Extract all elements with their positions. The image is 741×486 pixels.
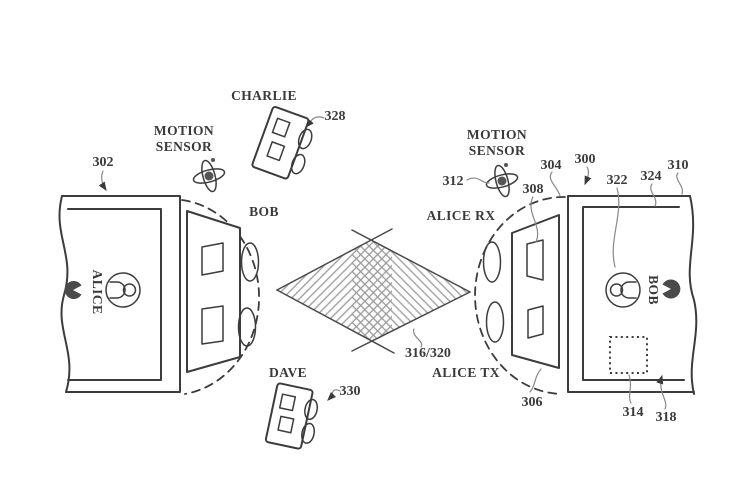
ref-306-label: 306 xyxy=(522,395,543,410)
left-emitter-rect-bottom xyxy=(201,305,224,345)
alice-rx-label: ALICE RX xyxy=(427,208,496,223)
left-device-outline xyxy=(61,195,181,393)
left-optical-panel xyxy=(181,199,260,395)
ref-324-label: 324 xyxy=(641,169,662,184)
leader-312 xyxy=(466,177,490,184)
right-device-outline xyxy=(567,195,695,393)
motion-sensor-icon-right xyxy=(485,163,519,198)
optical-beam xyxy=(276,228,471,354)
right-device-bezel xyxy=(582,206,685,381)
right-device-torn-edge xyxy=(688,195,698,395)
right-device: BOB xyxy=(567,195,698,395)
leader-304 xyxy=(549,171,561,197)
ref-318-label: 318 xyxy=(656,410,677,425)
leader-306 xyxy=(529,368,542,393)
wedge-marker-left xyxy=(64,280,82,299)
touch-target-square xyxy=(609,336,648,374)
motion-sensor-right-label-line2: SENSOR xyxy=(469,143,525,158)
left-coverage-arc xyxy=(181,199,260,395)
motion-sensor-left-label-line2: SENSOR xyxy=(156,139,212,154)
alice-label: ALICE xyxy=(90,270,105,315)
right-tx-rect-bottom xyxy=(527,305,544,339)
left-detector-oval-top xyxy=(240,242,260,282)
leader-328 xyxy=(305,116,325,128)
left-panel-body xyxy=(186,210,241,373)
bob-facing-label: BOB xyxy=(249,204,279,219)
motion-sensor-icon-left xyxy=(192,158,226,193)
leader-300 xyxy=(584,166,592,186)
leader-330 xyxy=(327,389,341,401)
dave-device xyxy=(264,382,319,450)
charlie-device xyxy=(251,105,313,180)
left-device-bezel xyxy=(67,208,162,381)
beam-hatch-right xyxy=(352,240,470,341)
right-detector-oval-top xyxy=(482,241,502,283)
left-device-torn-edge xyxy=(58,195,71,393)
right-coverage-arc xyxy=(474,196,566,395)
ref-300-label: 300 xyxy=(575,152,596,167)
right-detector-oval-bottom xyxy=(485,301,505,343)
leader-308 xyxy=(530,196,539,243)
ref-316-320-label: 316/320 xyxy=(405,346,451,361)
motion-sensor-right-label-line1: MOTION xyxy=(467,127,527,142)
ref-308-label: 308 xyxy=(523,182,544,197)
dave-label: DAVE xyxy=(269,365,307,380)
left-emitter-rect-top xyxy=(201,242,224,276)
leader-324 xyxy=(650,183,657,207)
right-rx-rect-top xyxy=(526,239,544,281)
bob-user-icon xyxy=(605,272,641,308)
ref-322-label: 322 xyxy=(607,173,628,188)
ref-302-label: 302 xyxy=(93,155,114,170)
ref-328-label: 328 xyxy=(325,109,346,124)
alice-user-icon xyxy=(105,272,141,308)
leader-318 xyxy=(656,374,667,410)
leader-310 xyxy=(676,172,684,195)
left-detector-oval-bottom xyxy=(237,307,257,347)
left-device: ALICE xyxy=(58,195,181,393)
right-optical-panel xyxy=(474,196,566,395)
alice-tx-label: ALICE TX xyxy=(432,365,500,380)
ref-304-label: 304 xyxy=(541,158,562,173)
ref-314-label: 314 xyxy=(623,405,644,420)
bob-label-right: BOB xyxy=(646,275,661,305)
ref-310-label: 310 xyxy=(668,158,689,173)
leader-302 xyxy=(98,170,107,191)
ref-330-label: 330 xyxy=(340,384,361,399)
right-panel-body xyxy=(511,214,560,369)
leader-314 xyxy=(628,374,632,404)
leader-316-320 xyxy=(413,328,423,348)
charlie-label: CHARLIE xyxy=(231,88,297,103)
motion-sensor-left-label-line1: MOTION xyxy=(154,123,214,138)
wedge-marker-right xyxy=(662,279,681,299)
leader-322 xyxy=(612,187,620,268)
ref-312-label: 312 xyxy=(443,174,464,189)
